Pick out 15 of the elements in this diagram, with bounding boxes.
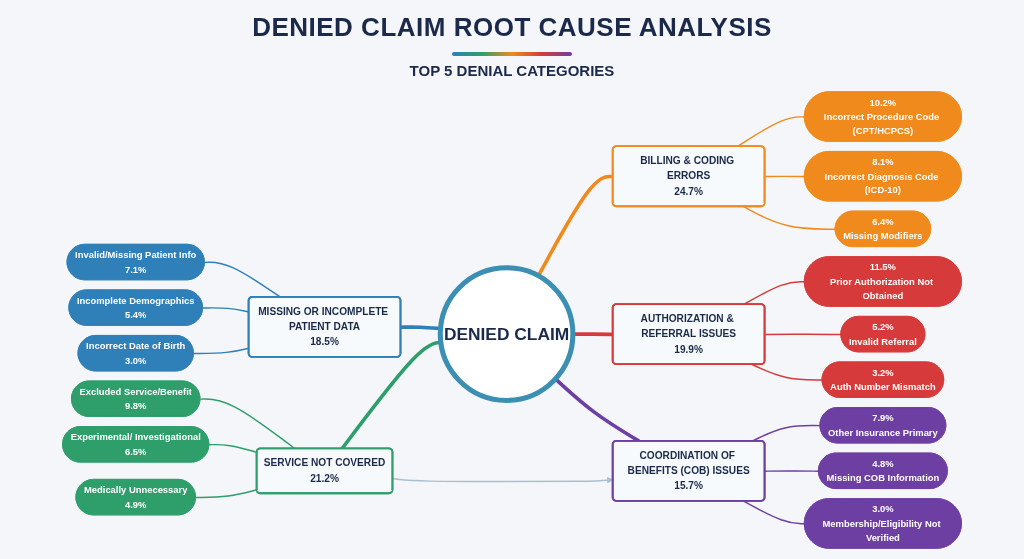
connector [751, 363, 824, 381]
connector [764, 470, 820, 472]
node-circle: DENIED CLAIM [437, 265, 576, 403]
connector [742, 205, 837, 230]
connector [736, 116, 806, 148]
connector [400, 325, 441, 331]
connector [199, 398, 296, 450]
connector [572, 332, 614, 337]
connector [204, 261, 282, 298]
connector [742, 500, 806, 525]
connector [208, 443, 258, 454]
diagram-title: DENIED CLAIM ROOT CAUSE ANALYSIS [252, 12, 772, 42]
section-heading: TOP 5 DENIAL CATEGORIES [409, 62, 615, 79]
connector [764, 333, 842, 336]
connector [764, 175, 806, 178]
